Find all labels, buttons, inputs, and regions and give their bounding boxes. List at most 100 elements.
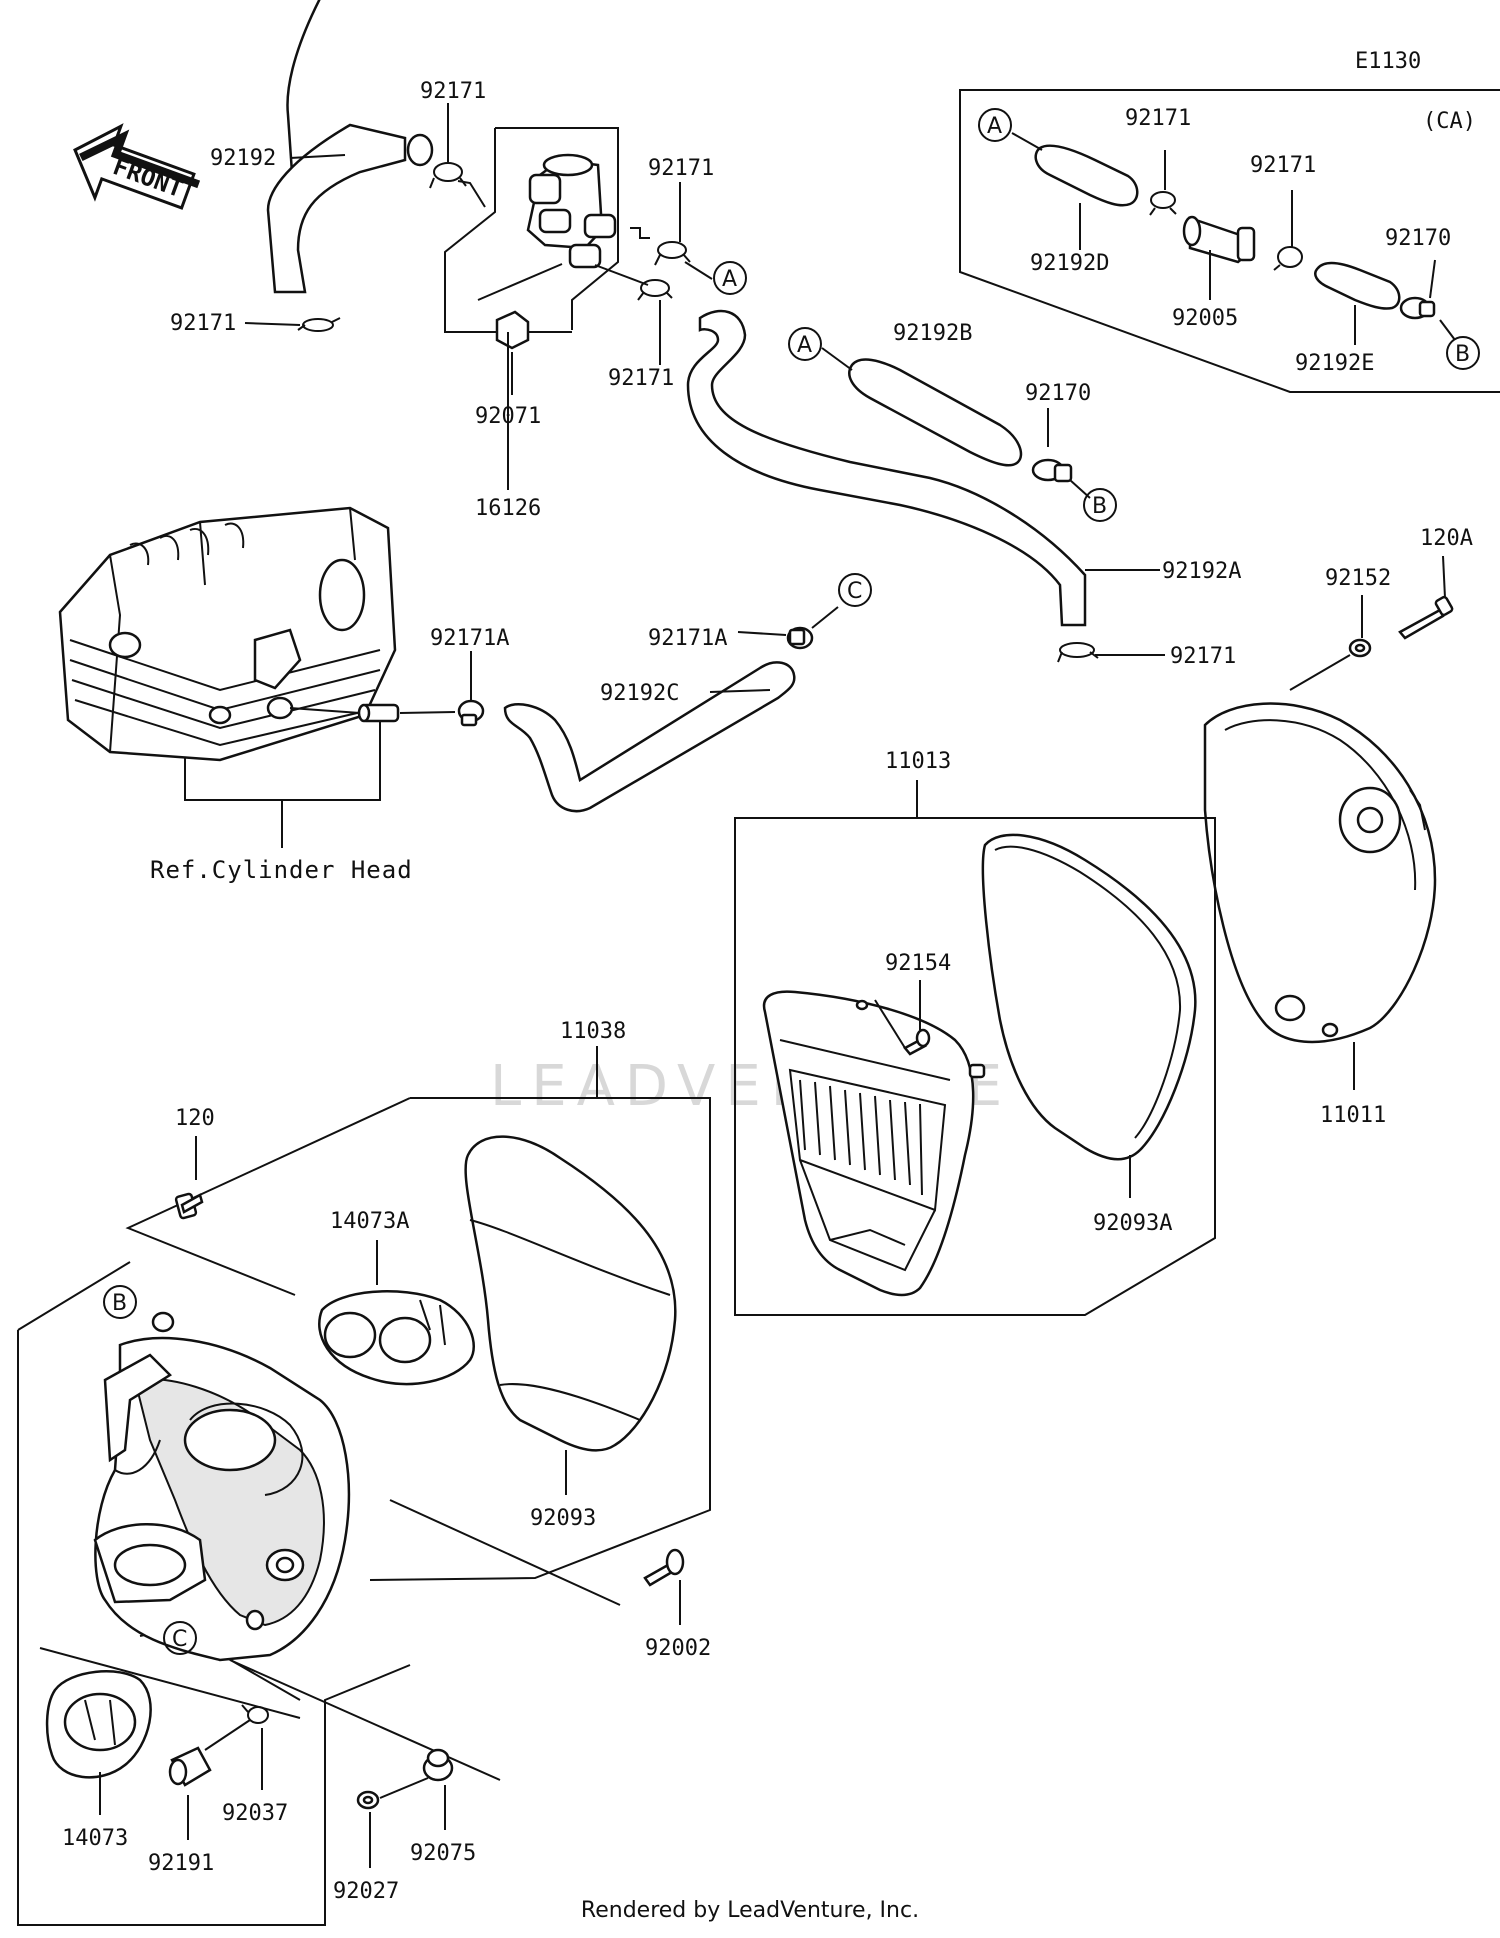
label-92171A-left: 92171A	[430, 626, 509, 651]
svg-text:C: C	[847, 579, 862, 604]
label-16126: 16126	[475, 496, 541, 521]
clip-92171-top	[429, 162, 467, 189]
svg-text:B: B	[1455, 342, 1470, 367]
label-92171-top: 92171	[420, 79, 486, 104]
label-92192A: 92192A	[1162, 559, 1241, 584]
washer-92152	[1348, 638, 1372, 658]
screw-92002	[643, 1548, 685, 1587]
valve-body	[526, 153, 617, 269]
screw-92154	[903, 1028, 931, 1056]
label-92192B: 92192B	[893, 321, 972, 346]
label-92075: 92075	[410, 1841, 476, 1866]
box-11038	[369, 1097, 711, 1581]
label-92154: 92154	[885, 951, 951, 976]
callout-b-hose: B	[1083, 488, 1117, 522]
svg-text:C: C	[172, 1627, 187, 1652]
hose-92192A	[686, 309, 1087, 627]
hose-92192C	[503, 661, 796, 813]
svg-text:A: A	[797, 333, 812, 358]
label-92027: 92027	[333, 1879, 399, 1904]
callout-b-ca: B	[1446, 336, 1480, 370]
footer-credit: Rendered by LeadVenture, Inc.	[580, 1898, 920, 1923]
grommet-92075	[422, 1748, 454, 1782]
hose-92192E	[1314, 261, 1401, 310]
ca-clip-92171-a	[1149, 191, 1177, 216]
cylinder-head	[58, 506, 397, 762]
hose-92192-end	[406, 133, 434, 167]
label-92171-mid: 92171	[608, 366, 674, 391]
clip-92171A-right	[786, 626, 814, 650]
label-92171-left: 92171	[170, 311, 236, 336]
label-92037: 92037	[222, 1801, 288, 1826]
hose-92192B	[848, 358, 1023, 467]
front-arrow-icon: FRONT	[73, 123, 201, 210]
clip-92171A-left	[457, 699, 485, 727]
callout-c-airbox: C	[163, 1621, 197, 1655]
bolt-92027	[356, 1790, 380, 1810]
bracket-16126	[444, 127, 619, 333]
hose-92192-shape	[266, 123, 407, 294]
ca-clip-92171-b	[1273, 246, 1303, 271]
gasket-92093A	[981, 833, 1197, 1161]
label-120A: 120A	[1420, 526, 1473, 551]
callout-a-hose: A	[788, 327, 822, 361]
clip-92171-right	[654, 241, 691, 266]
label-11038: 11038	[560, 1019, 626, 1044]
ca-variant-label: (CA)	[1423, 109, 1476, 134]
label-92171A-right: 92171A	[648, 626, 727, 651]
valve-92005	[1182, 215, 1256, 264]
callout-b-airbox: B	[103, 1285, 137, 1319]
air-box-base	[93, 1311, 351, 1662]
fitting	[357, 703, 400, 723]
label-ca-92005: 92005	[1172, 306, 1238, 331]
label-92093A: 92093A	[1093, 1211, 1172, 1236]
gasket-92093	[464, 1135, 677, 1452]
air-cleaner-cover-11011	[1203, 702, 1437, 1044]
svg-text:B: B	[1092, 494, 1107, 519]
bolt-120	[174, 1192, 204, 1220]
label-92171-low: 92171	[1170, 644, 1236, 669]
svg-text:B: B	[112, 1291, 127, 1316]
ca-box	[959, 89, 1500, 393]
diagram-code: E1130	[1355, 49, 1421, 74]
label-120: 120	[175, 1106, 215, 1131]
label-92191: 92191	[148, 1851, 214, 1876]
label-14073: 14073	[62, 1826, 128, 1851]
label-ca-92192D: 92192D	[1030, 251, 1109, 276]
ca-clamp-92170	[1399, 296, 1436, 320]
svg-text:A: A	[987, 114, 1002, 139]
boot-14073	[45, 1670, 152, 1779]
label-14073A: 14073A	[330, 1209, 409, 1234]
label-92002: 92002	[645, 1636, 711, 1661]
svg-text:A: A	[722, 267, 737, 292]
callout-a-valve: A	[713, 261, 747, 295]
label-11011: 11011	[1320, 1103, 1386, 1128]
label-92192C: 92192C	[600, 681, 679, 706]
label-92093: 92093	[530, 1506, 596, 1531]
clip-92171-bottom-left	[297, 317, 341, 332]
callout-a-ca: A	[978, 108, 1012, 142]
label-ca-92171-b: 92171	[1250, 153, 1316, 178]
hose-92192D	[1034, 144, 1139, 207]
clip-92171-low	[1057, 642, 1099, 663]
label-92171-right: 92171	[648, 156, 714, 181]
callout-c-top: C	[838, 573, 872, 607]
small-grommet	[245, 1609, 265, 1631]
label-92192: 92192	[210, 146, 276, 171]
label-ca-92170: 92170	[1385, 226, 1451, 251]
reference-cylinder-head: Ref.Cylinder Head	[150, 856, 413, 884]
label-ca-92192E: 92192E	[1295, 351, 1374, 376]
bolt-120A	[1398, 595, 1454, 640]
filter-element	[762, 990, 986, 1297]
clip-92037	[241, 1704, 269, 1724]
boot-14073A	[318, 1290, 475, 1386]
label-ca-92171-a: 92171	[1125, 106, 1191, 131]
cap-92191	[168, 1746, 212, 1787]
label-92152: 92152	[1325, 566, 1391, 591]
box-11013	[734, 817, 1216, 1316]
clamp-92170	[1031, 458, 1073, 483]
label-11013: 11013	[885, 749, 951, 774]
grommet-92071	[495, 310, 530, 350]
label-92170: 92170	[1025, 381, 1091, 406]
